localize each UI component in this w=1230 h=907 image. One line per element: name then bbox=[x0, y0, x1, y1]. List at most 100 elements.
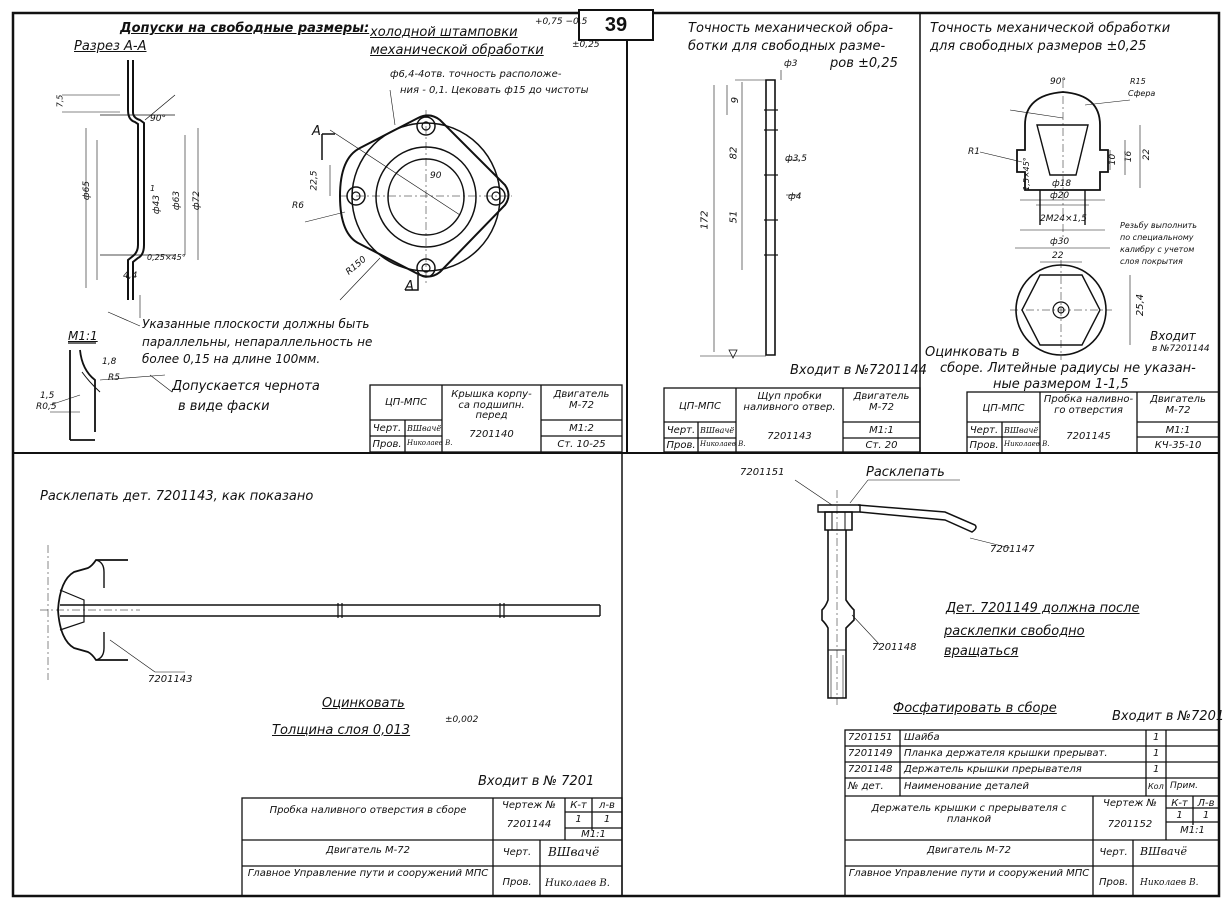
q3-zinc-1: Оцинковать в bbox=[925, 345, 1020, 360]
q1-flat-note-3: более 0,15 на длине 100мм. bbox=[142, 352, 321, 366]
q1-dim-1: 1 bbox=[150, 184, 156, 193]
q1-black-note-1: Допускается чернота bbox=[172, 379, 320, 394]
q2-dim-9: 9 bbox=[730, 96, 742, 104]
q5-tb-prov: Пров. bbox=[1098, 877, 1129, 888]
q1-titleblock-lines bbox=[369, 384, 623, 453]
q3-dim-d18: ф18 bbox=[1052, 179, 1072, 189]
q1-tb-signature-2: Николаев В. bbox=[407, 439, 453, 447]
q5-assembly bbox=[794, 479, 1011, 705]
q1-tolerance-stamp: холодной штамповки bbox=[370, 25, 518, 40]
q1-dim-63: ф63 bbox=[172, 190, 183, 211]
q2-tb-standard: ЦП-МПС bbox=[678, 401, 722, 412]
q2-dim-51: 51 bbox=[728, 210, 740, 224]
q3-thread-note-3: калибру с учетом bbox=[1120, 245, 1195, 254]
q2-tb-signature-2: Николаев В. bbox=[700, 440, 746, 448]
q5-table-lines bbox=[844, 729, 1220, 897]
q3-zinc-2: сборе. Литейные радиусы не указан- bbox=[940, 361, 1196, 376]
q5-part-row-2-qty: 1 bbox=[1153, 748, 1160, 759]
q5-part-row-3-name: Держатель крышки прерывателя bbox=[904, 764, 1082, 775]
q4-tb-scale: М1:1 bbox=[581, 829, 606, 840]
q2-dipstick bbox=[700, 70, 800, 359]
q3-sphere: Сфера bbox=[1128, 89, 1156, 98]
q5-tb-signature-1: ВШвачё bbox=[1140, 845, 1187, 858]
q4-enter-note: Входит в № 7201 bbox=[478, 774, 595, 789]
q1-tolerance-title: Допуски на свободные размеры: bbox=[120, 21, 370, 36]
q1-detail-scale: М1:1 bbox=[68, 329, 98, 343]
q4-tb-number: 7201144 bbox=[506, 819, 552, 830]
q3-tb-prov: Пров. bbox=[969, 440, 999, 451]
q5-tb-cher: Черт. bbox=[1099, 847, 1128, 858]
q4-tb-cher: Черт. bbox=[502, 847, 532, 858]
q1-detail bbox=[49, 342, 173, 441]
q3-tb-signature-1: ВШвачё bbox=[1004, 426, 1039, 435]
q5-note-1: Дет. 7201149 должна после bbox=[946, 601, 1140, 616]
q2-tb-cher: Черт. bbox=[666, 425, 696, 436]
page-number: 39 bbox=[578, 9, 654, 41]
q2-accuracy-3: ров ±0,25 bbox=[830, 56, 898, 71]
q3-dim-thread: 2М24×1,5 bbox=[1040, 214, 1087, 224]
q5-note-3: вращаться bbox=[944, 644, 1019, 659]
q5-tb-sheets: 1 bbox=[1202, 810, 1210, 821]
q3-dim-22: 22 bbox=[1142, 148, 1153, 161]
q3-dim-22-hex: 22 bbox=[1052, 251, 1064, 261]
q5-tb-engine: Двигатель М-72 bbox=[927, 845, 1011, 856]
q2-dim-172: 172 bbox=[699, 210, 711, 230]
q5-table-header-name: Наименование деталей bbox=[904, 781, 1029, 792]
q4-part-ref: 7201143 bbox=[148, 674, 193, 685]
q1-holes-note-1: ф6,4-4отв. точность расположе- bbox=[390, 69, 562, 80]
q3-zinc-3: ные размером 1-1,5 bbox=[993, 377, 1129, 392]
q1-dim-65: ф65 bbox=[82, 180, 93, 201]
q5-part-row-1-qty: 1 bbox=[1153, 732, 1160, 743]
q5-note-2: расклепки свободно bbox=[944, 624, 1085, 639]
q3-thread-note-2: по специальному bbox=[1120, 233, 1194, 242]
q2-tb-engine: Двигатель М-72 bbox=[853, 391, 910, 413]
q3-accuracy-2: для свободных размеров ±0,25 bbox=[930, 39, 1147, 54]
q3-thread-note-1: Резьбу выполнить bbox=[1120, 221, 1197, 230]
q3-tb-standard: ЦП-МПС bbox=[982, 403, 1025, 414]
q5-tb-qty-label: К-т bbox=[1171, 798, 1188, 809]
q4-rivet-note: Расклепать дет. 7201143, как показано bbox=[40, 489, 314, 504]
q3-dim-angle: 90° bbox=[1050, 77, 1066, 87]
q5-tb-name: Держатель крышки с прерывателя с планкой bbox=[871, 803, 1067, 825]
q5-part-row-2-num: 7201149 bbox=[848, 748, 893, 759]
q3-tb-number: 7201145 bbox=[1066, 431, 1111, 442]
q1-dim-72: ф72 bbox=[192, 190, 203, 211]
q1-tb-number: 7201140 bbox=[469, 429, 514, 440]
q3-tb-engine: Двигатель М-72 bbox=[1150, 394, 1206, 416]
q2-enter-note: Входит в №7201144 bbox=[790, 363, 927, 378]
q5-table-header-qty: Кол bbox=[1148, 782, 1164, 791]
q5-tb-qty: 1 bbox=[1176, 810, 1183, 821]
q1-tolerance-stamp-value: +0,75 −0,5 bbox=[535, 17, 588, 27]
q2-dim-d35: ф3,5 bbox=[785, 154, 808, 164]
q4-tb-drawing-label: Чертеж № bbox=[502, 800, 556, 811]
q3-tb-scale: М1:1 bbox=[1165, 425, 1191, 436]
q5-ref-7201151: 7201151 bbox=[740, 467, 785, 478]
q2-dim-d3: ф3 bbox=[784, 59, 798, 69]
q3-dim-r1: R1 bbox=[968, 147, 980, 157]
q4-tb-prov: Пров. bbox=[502, 877, 532, 888]
q4-tb-qty: 1 bbox=[575, 814, 582, 825]
q4-titleblock-lines bbox=[241, 797, 623, 897]
q1-dim-44: 4,4 bbox=[123, 271, 138, 281]
q1-dim-90: 90 bbox=[430, 171, 442, 181]
q3-dim-r15: R15 bbox=[1130, 77, 1146, 86]
q4-zinc-title: Оцинковать bbox=[322, 696, 405, 711]
q1-tolerance-mach-value: ±0,25 bbox=[572, 40, 600, 50]
q4-tb-engine: Двигатель М-72 bbox=[326, 845, 410, 856]
q3-plug-top-view bbox=[1010, 260, 1131, 360]
q2-dim-d4: ф4 bbox=[788, 192, 802, 202]
q3-enter-1: Входит bbox=[1150, 329, 1196, 343]
q3-accuracy-1: Точность механической обработки bbox=[930, 21, 1171, 36]
q1-label-a-bottom: А bbox=[405, 279, 414, 294]
q5-rivet-label: Расклепать bbox=[866, 465, 945, 480]
q4-tb-sheets: 1 bbox=[603, 814, 611, 825]
q1-dim-225: 22,5 bbox=[309, 170, 320, 191]
q5-phosphate-note: Фосфатировать в сборе bbox=[893, 701, 1057, 716]
q2-tb-prov: Пров. bbox=[666, 440, 696, 451]
q2-tb-scale: М1:1 bbox=[869, 425, 894, 436]
q5-tb-scale: М1:1 bbox=[1180, 825, 1205, 836]
q2-tb-number: 7201143 bbox=[767, 431, 812, 442]
q1-black-note-2: в виде фаски bbox=[178, 399, 270, 414]
